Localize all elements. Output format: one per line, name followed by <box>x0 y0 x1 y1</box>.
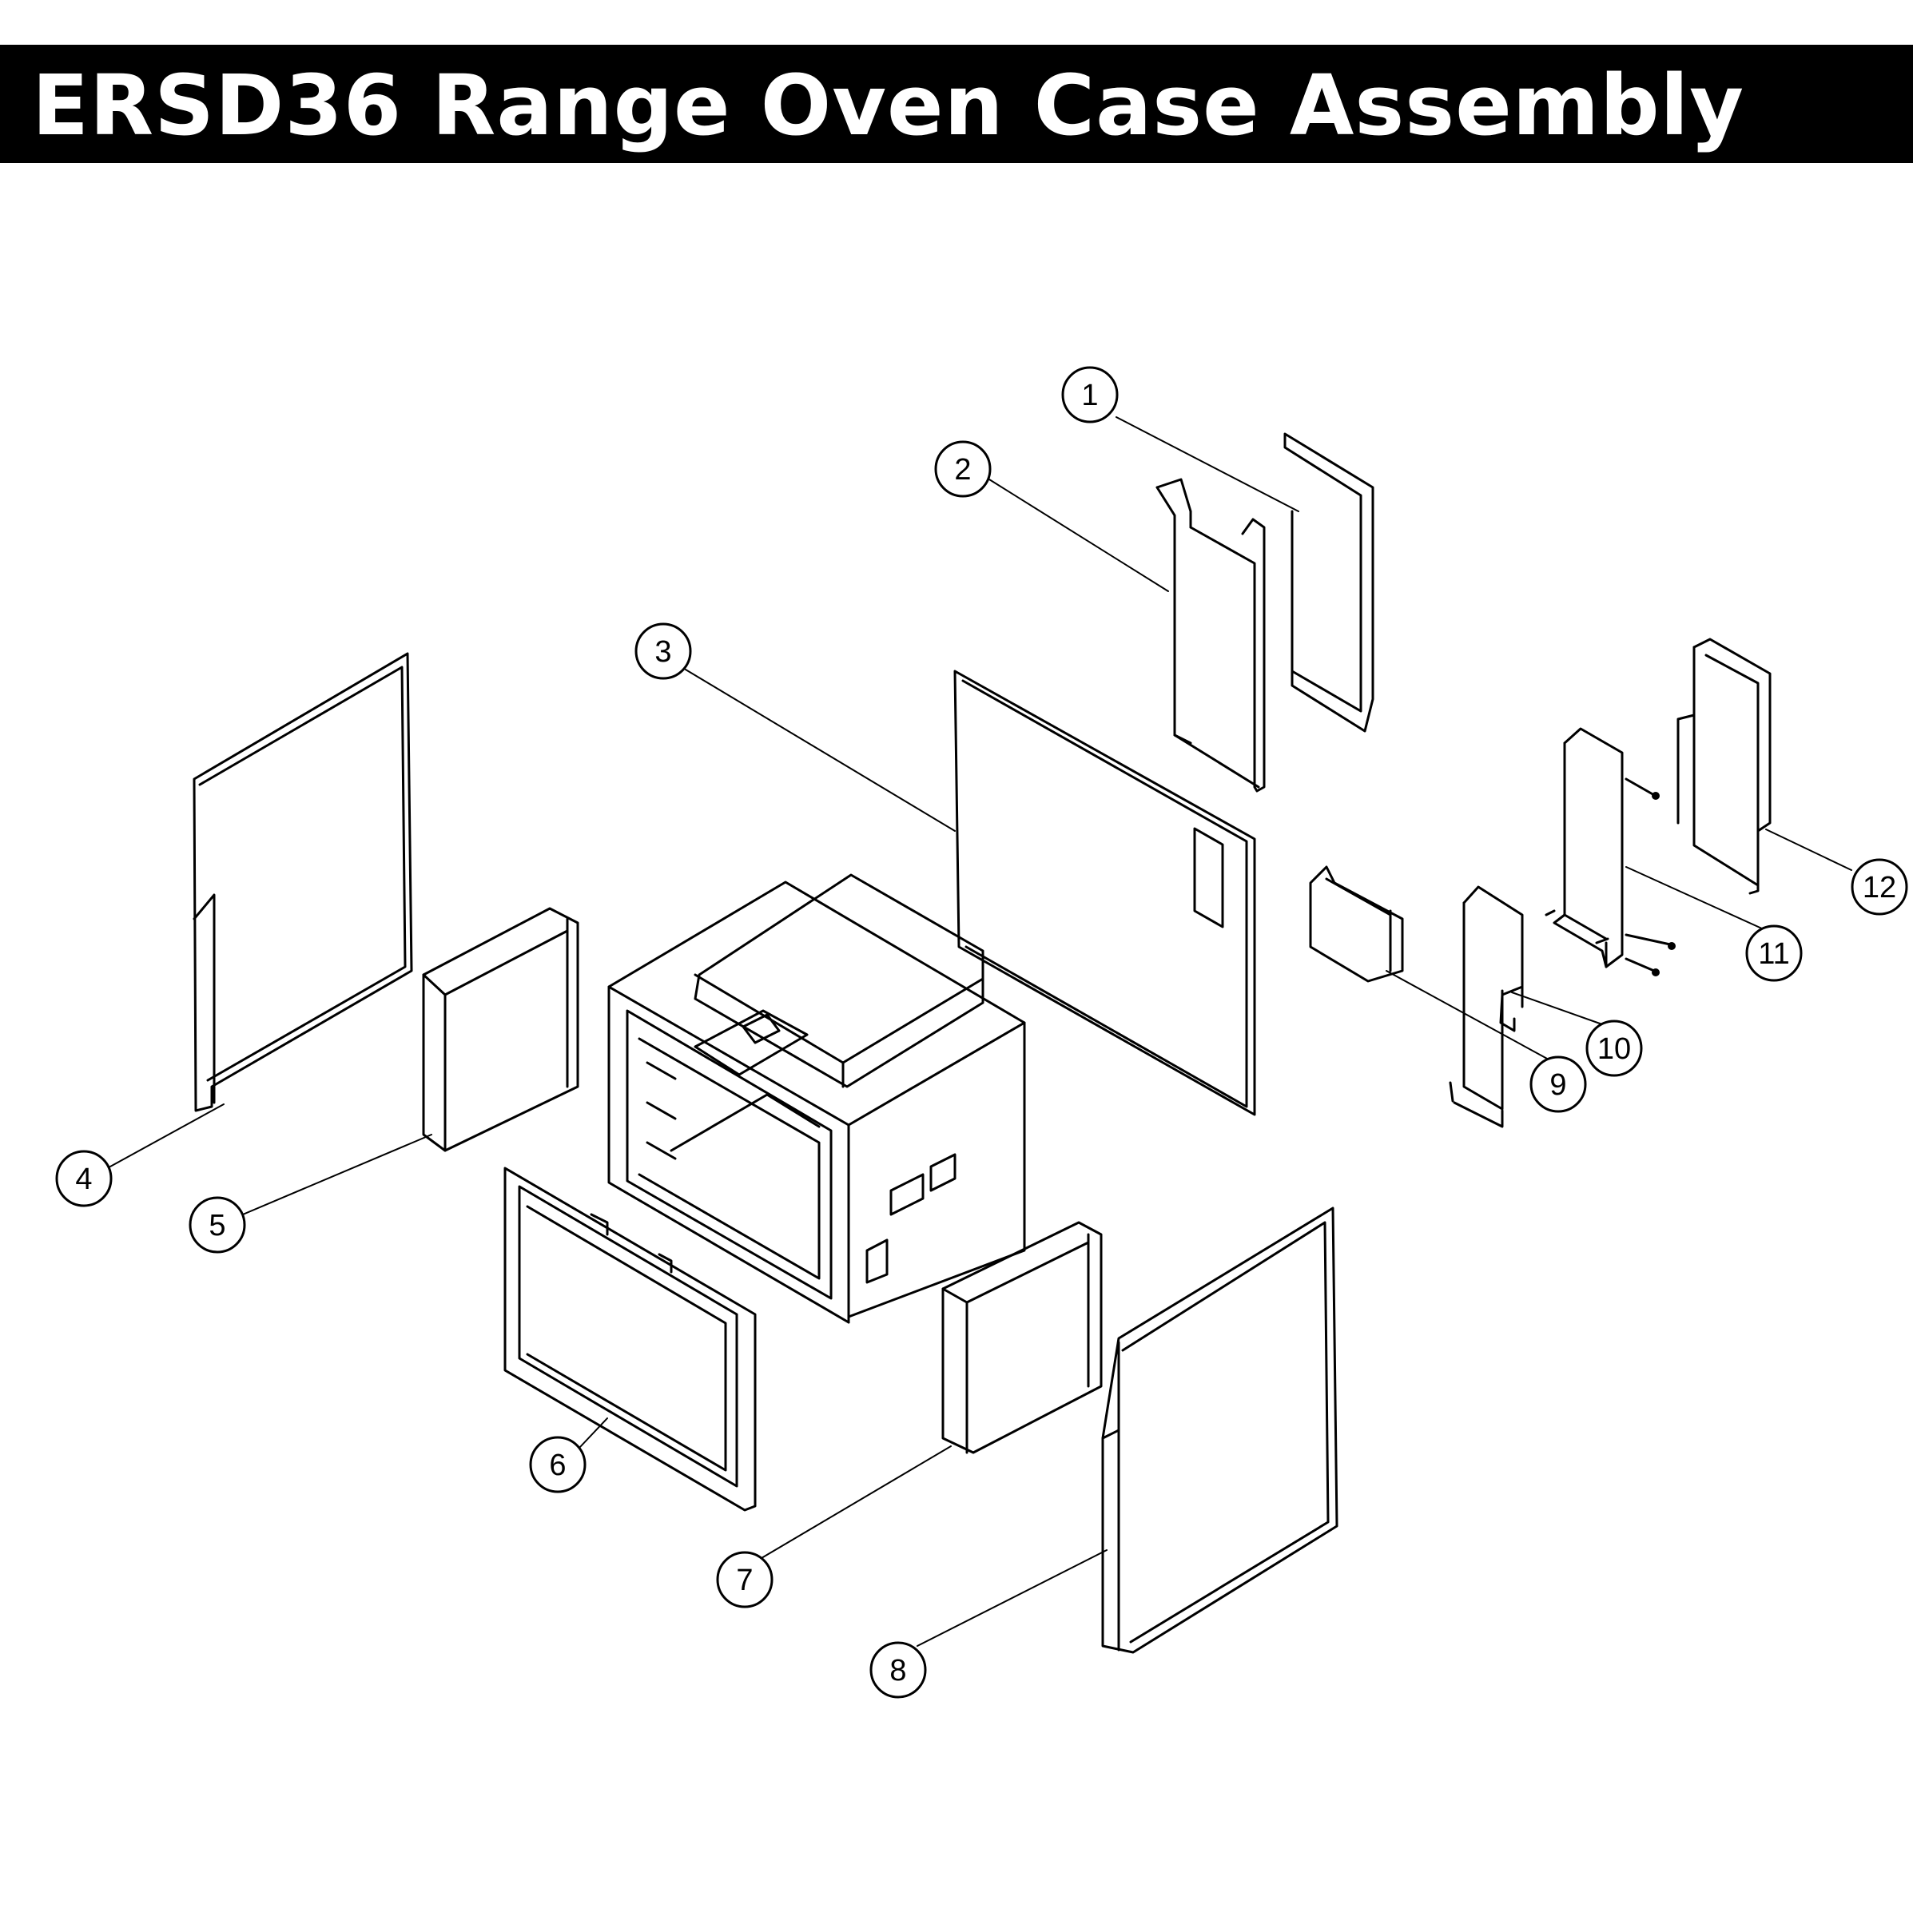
part-12-channel <box>1676 638 1772 895</box>
svg-text:6: 6 <box>549 1449 566 1482</box>
part-6-frame <box>503 1167 757 1512</box>
svg-text:1: 1 <box>1081 379 1098 412</box>
callout-4: 4 <box>55 1150 113 1207</box>
page-title: ERSD36 Range Oven Case Assembly <box>32 57 1744 154</box>
callout-11: 11 <box>1745 924 1803 982</box>
part-1-panel <box>1283 432 1374 733</box>
oven-case <box>607 873 1026 1324</box>
callout-12: 12 <box>1851 858 1908 916</box>
svg-text:11: 11 <box>1758 937 1789 971</box>
callout-3: 3 <box>634 622 692 680</box>
svg-text:7: 7 <box>736 1564 753 1597</box>
screws <box>1652 792 1676 976</box>
part-7-box <box>941 1221 1103 1454</box>
part-3-panel <box>953 670 1256 1116</box>
callouts: 1 2 3 4 5 6 7 8 <box>55 366 1908 1699</box>
svg-text:2: 2 <box>954 453 971 487</box>
svg-text:9: 9 <box>1549 1068 1566 1102</box>
callout-5: 5 <box>189 1196 246 1254</box>
callout-2: 2 <box>934 440 992 498</box>
svg-text:5: 5 <box>209 1209 225 1242</box>
part-11-bracket <box>1545 727 1672 972</box>
part-8-panel <box>1101 1207 1338 1654</box>
callout-8: 8 <box>869 1641 927 1699</box>
callout-9: 9 <box>1529 1055 1587 1113</box>
svg-text:12: 12 <box>1863 871 1896 904</box>
svg-text:8: 8 <box>889 1654 906 1688</box>
callout-1: 1 <box>1061 366 1119 423</box>
title-bar <box>0 45 1913 163</box>
svg-text:10: 10 <box>1597 1032 1631 1066</box>
callout-10: 10 <box>1585 1020 1643 1077</box>
part-2-bracket <box>1155 478 1266 793</box>
callout-6: 6 <box>529 1436 587 1493</box>
svg-text:3: 3 <box>654 635 671 669</box>
part-9-bracket <box>1309 865 1404 983</box>
part-4-panel <box>193 652 413 1112</box>
callout-7: 7 <box>716 1551 774 1608</box>
leader-lines <box>109 416 1852 1647</box>
part-5-box <box>422 907 579 1152</box>
svg-text:4: 4 <box>75 1163 92 1196</box>
part-10-bracket <box>1449 885 1524 1128</box>
